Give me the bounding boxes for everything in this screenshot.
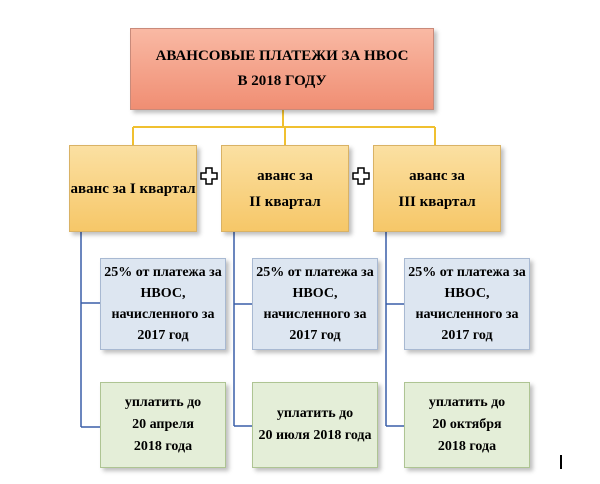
info-3-line-3: начисленного за bbox=[415, 307, 519, 322]
quarter-2-line-2: II квартал bbox=[249, 193, 321, 210]
info-3-line-2: НВОС, bbox=[444, 286, 490, 301]
info-2-line-2: НВОС, bbox=[292, 286, 338, 301]
due-1-line-3: 2018 года bbox=[133, 439, 193, 454]
due-3-line-1: уплатить до bbox=[428, 395, 506, 410]
plus-icon bbox=[200, 167, 218, 185]
due-3-line-3: 2018 года bbox=[437, 439, 497, 454]
diagram-title: АВАНСОВЫЕ ПЛАТЕЖИ ЗА НВОС В 2018 ГОДУ bbox=[130, 28, 434, 110]
info-box-3: 25% от платежа за НВОС, начисленного за … bbox=[404, 258, 530, 350]
connector-col3 bbox=[385, 232, 404, 427]
text-cursor-mark bbox=[560, 455, 562, 469]
info-box-1: 25% от платежа за НВОС, начисленного за … bbox=[100, 258, 226, 350]
quarter-box-1: аванс за I квартал bbox=[69, 145, 197, 232]
info-2-line-1: 25% от платежа за bbox=[256, 265, 374, 280]
info-box-2: 25% от платежа за НВОС, начисленного за … bbox=[252, 258, 378, 350]
title-line-2: В 2018 ГОДУ bbox=[237, 73, 327, 89]
due-3-line-2: 20 октября bbox=[432, 417, 502, 432]
info-3-line-4: 2017 год bbox=[441, 328, 493, 343]
quarter-box-2: аванс за II квартал bbox=[221, 145, 349, 232]
info-1-line-3: начисленного за bbox=[111, 307, 215, 322]
title-line-1: АВАНСОВЫЕ ПЛАТЕЖИ ЗА НВОС bbox=[155, 48, 409, 64]
connector-col1 bbox=[80, 232, 100, 428]
info-1-line-2: НВОС, bbox=[140, 286, 186, 301]
connector-col2 bbox=[233, 232, 252, 427]
info-2-line-3: начисленного за bbox=[263, 307, 367, 322]
due-1-line-1: уплатить до bbox=[124, 395, 202, 410]
info-2-line-4: 2017 год bbox=[289, 328, 341, 343]
quarter-1-line-1: аванс за I квартал bbox=[70, 180, 196, 197]
due-box-1: уплатить до 20 апреля 2018 года bbox=[100, 382, 226, 468]
info-3-line-1: 25% от платежа за bbox=[408, 265, 526, 280]
due-box-3: уплатить до 20 октября 2018 года bbox=[404, 382, 530, 468]
due-2-line-2: 20 июля 2018 года bbox=[258, 428, 372, 443]
info-1-line-4: 2017 год bbox=[137, 328, 189, 343]
quarter-2-line-1: аванс за bbox=[257, 167, 313, 184]
plus-icon bbox=[352, 167, 370, 185]
due-box-2: уплатить до 20 июля 2018 года bbox=[252, 382, 378, 468]
quarter-3-line-2: III квартал bbox=[398, 193, 476, 210]
quarter-box-3: аванс за III квартал bbox=[373, 145, 501, 232]
due-2-line-1: уплатить до bbox=[276, 406, 354, 421]
due-1-line-2: 20 апреля bbox=[132, 417, 194, 432]
info-1-line-1: 25% от платежа за bbox=[104, 265, 222, 280]
quarter-3-line-1: аванс за bbox=[409, 167, 465, 184]
